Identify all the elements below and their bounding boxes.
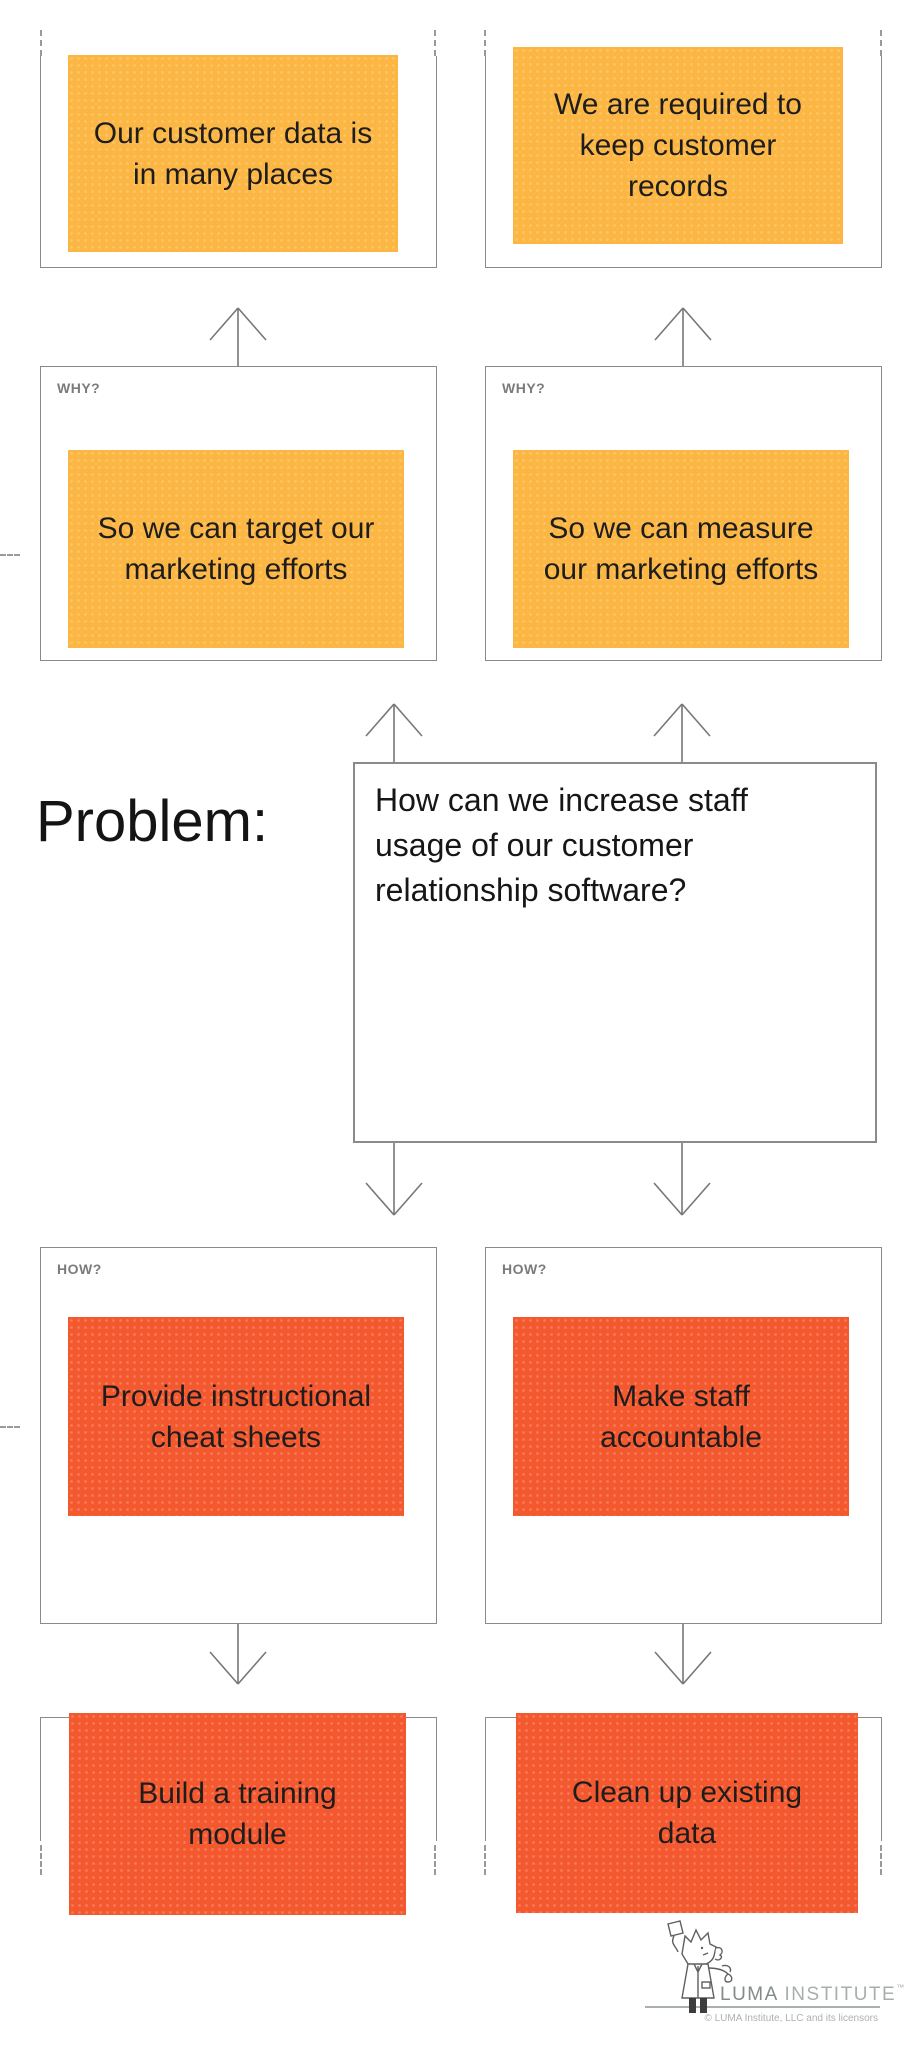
sticky-note: Make staff accountable	[513, 1317, 849, 1516]
footer-divider	[645, 2006, 880, 2008]
arrow-up-icon	[364, 702, 424, 762]
cut-mark-dashed	[434, 1845, 436, 1875]
arrow-up-icon	[208, 306, 268, 366]
cut-mark-dashed	[40, 1845, 42, 1875]
why-level2-left-frame	[40, 56, 437, 268]
arrow-down-icon	[653, 1624, 713, 1686]
arrow-down-icon	[364, 1143, 424, 1217]
why-label: WHY?	[57, 380, 101, 396]
copyright-notice: © LUMA Institute, LLC and its licensors	[704, 2013, 878, 2024]
cut-mark-dashed	[0, 1426, 20, 1428]
arrow-up-icon	[653, 306, 713, 366]
cut-mark-dashed	[0, 554, 20, 556]
why-label: WHY?	[502, 380, 546, 396]
trademark-symbol: ™	[896, 1983, 905, 1992]
sticky-note: Provide instructional cheat sheets	[68, 1317, 404, 1516]
why-right-frame: WHY? So we can measure our marketing eff…	[485, 366, 882, 661]
how-left-frame: HOW? Provide instructional cheat sheets	[40, 1247, 437, 1624]
how-right-frame: HOW? Make staff accountable	[485, 1247, 882, 1624]
problem-statement-box: How can we increase staff usage of our c…	[353, 762, 877, 1143]
arrow-down-icon	[208, 1624, 268, 1686]
cut-mark-dashed	[434, 30, 436, 56]
arrow-up-icon	[652, 702, 712, 762]
arrow-down-icon	[652, 1143, 712, 1217]
how-label: HOW?	[502, 1261, 547, 1277]
problem-label: Problem:	[36, 789, 269, 854]
sticky-note: We are required to keep customer records	[513, 47, 843, 244]
cut-mark-dashed	[40, 30, 42, 56]
sticky-note: So we can measure our marketing efforts	[513, 450, 849, 648]
why-left-frame: WHY? So we can target our marketing effo…	[40, 366, 437, 661]
sticky-note: Our customer data is in many places	[68, 55, 398, 252]
sticky-note: So we can target our marketing efforts	[68, 450, 404, 648]
cut-mark-dashed	[484, 1845, 486, 1875]
sticky-note: Clean up existing data	[516, 1713, 858, 1913]
cut-mark-dashed	[484, 30, 486, 56]
cut-mark-dashed	[880, 30, 882, 56]
how-label: HOW?	[57, 1261, 102, 1277]
brand-name: LUMA	[720, 1984, 778, 2005]
luma-institute-logo: LUMA INSTITUTE™	[720, 1983, 904, 2006]
brand-name-secondary: INSTITUTE	[784, 1984, 897, 2005]
cut-mark-dashed	[880, 1845, 882, 1875]
sticky-note: Build a training module	[69, 1713, 406, 1915]
luma-mascot-illustration	[667, 1920, 733, 2013]
why-level2-right-frame	[485, 56, 882, 268]
